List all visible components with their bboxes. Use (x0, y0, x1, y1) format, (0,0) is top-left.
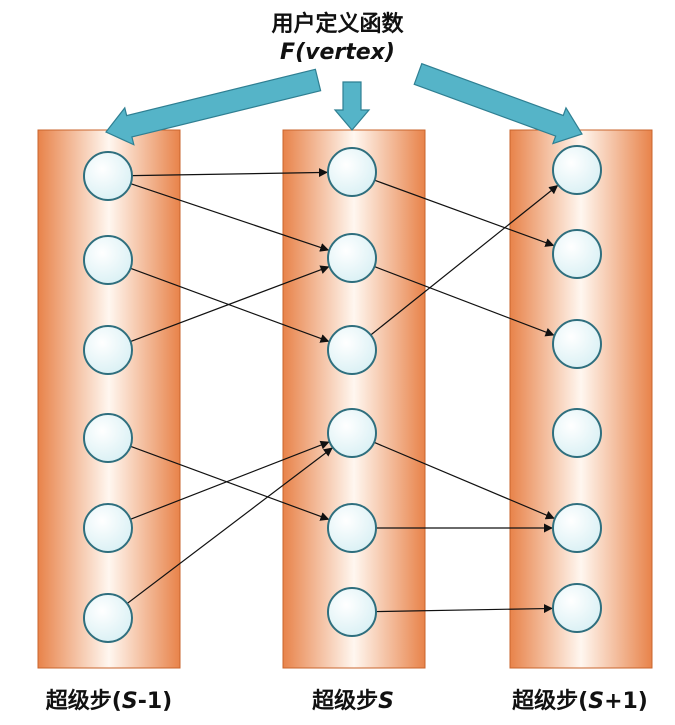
vertex-s-minus-1-5 (83, 503, 133, 553)
vertex-s-2 (327, 233, 377, 283)
vertex-s-plus-1-6 (552, 583, 602, 633)
vertex-s-6 (327, 587, 377, 637)
message-edge (131, 168, 328, 178)
vertex-s-plus-1-1 (552, 145, 602, 195)
message-edge (130, 440, 330, 520)
vertex-s-plus-1-2 (552, 229, 602, 279)
vertex-s-plus-1-5 (552, 503, 602, 553)
message-edge (374, 179, 555, 247)
vertex-s-plus-1-4 (552, 408, 602, 458)
message-edge (373, 441, 555, 520)
message-edge (130, 445, 330, 521)
vertex-s-minus-1-1 (83, 151, 133, 201)
vertex-s-minus-1-2 (83, 235, 133, 285)
message-edge (375, 604, 553, 614)
function-name: F(vertex) (280, 40, 395, 65)
vertex-s-1 (327, 147, 377, 197)
superstep-column-s (282, 129, 426, 669)
vertex-s-5 (327, 503, 377, 553)
function-arrow-left (105, 68, 322, 146)
column-label-s: 超级步S (312, 689, 394, 714)
column-label-s-plus-1: 超级步(S+1) (512, 689, 648, 714)
vertex-s-plus-1-3 (552, 319, 602, 369)
message-edge (370, 185, 559, 336)
diagram-title: 用户定义函数 (271, 12, 404, 37)
message-edge (130, 265, 330, 343)
vertex-s-minus-1-3 (83, 325, 133, 375)
vertex-s-3 (327, 325, 377, 375)
superstep-column-s-minus-1 (37, 129, 181, 669)
message-edge (130, 267, 330, 343)
column-label-s-minus-1: 超级步(S-1) (45, 689, 173, 714)
function-arrow-right (413, 62, 583, 145)
message-edge (130, 183, 330, 252)
vertex-s-minus-1-6 (83, 593, 133, 643)
function-arrow-center (333, 81, 371, 131)
vertex-s-4 (327, 408, 377, 458)
message-edge (126, 447, 333, 604)
superstep-column-s-plus-1 (509, 129, 653, 669)
vertex-s-minus-1-4 (83, 413, 133, 463)
message-edge (374, 266, 555, 337)
